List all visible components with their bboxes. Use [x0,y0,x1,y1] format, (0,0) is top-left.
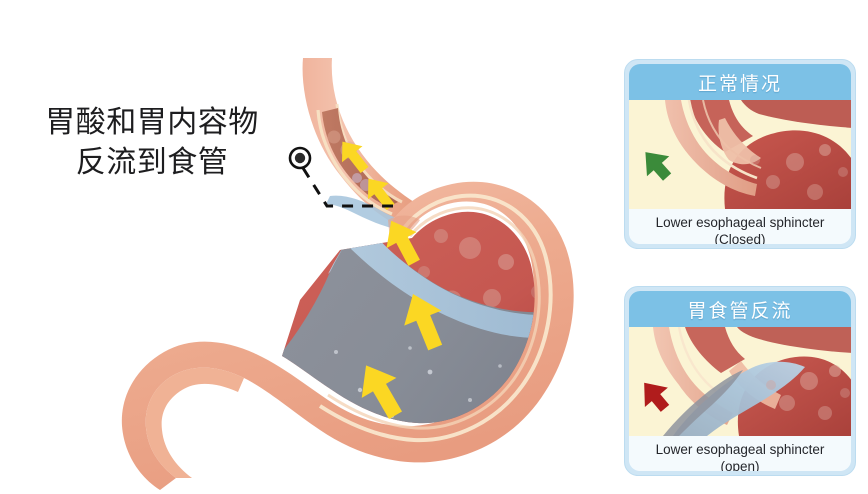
green-arrow-icon [645,152,672,181]
panel-artwork-open-sphincter [629,327,851,436]
panel-normal-condition[interactable]: 正常情况 [624,59,856,249]
panel-caption: Lower esophageal sphincter (Closed) [629,209,851,244]
stomach-body [121,181,574,490]
page-title: 胃酸和胃内容物 反流到食管 [45,105,259,180]
panel-artwork-closed-sphincter [629,100,851,209]
stomach-anatomy-illustration [121,58,574,490]
panel-inner: 正常情况 [629,64,851,244]
panel-header-title: 正常情况 [629,64,851,100]
reflux-flow-arrow [386,220,420,266]
duodenum [145,367,244,478]
panel-reflux-condition[interactable]: 胃食管反流 [624,286,856,476]
esophagus [302,58,420,231]
reflux-flow-arrow [404,293,443,351]
panel-header-title: 胃食管反流 [629,291,851,327]
panel-caption: Lower esophageal sphincter (open) [629,436,851,471]
red-arrow-icon [644,382,670,412]
reflux-flow-arrow [361,365,402,420]
panel-inner: 胃食管反流 [629,291,851,471]
reflux-flow-arrow [342,141,369,174]
